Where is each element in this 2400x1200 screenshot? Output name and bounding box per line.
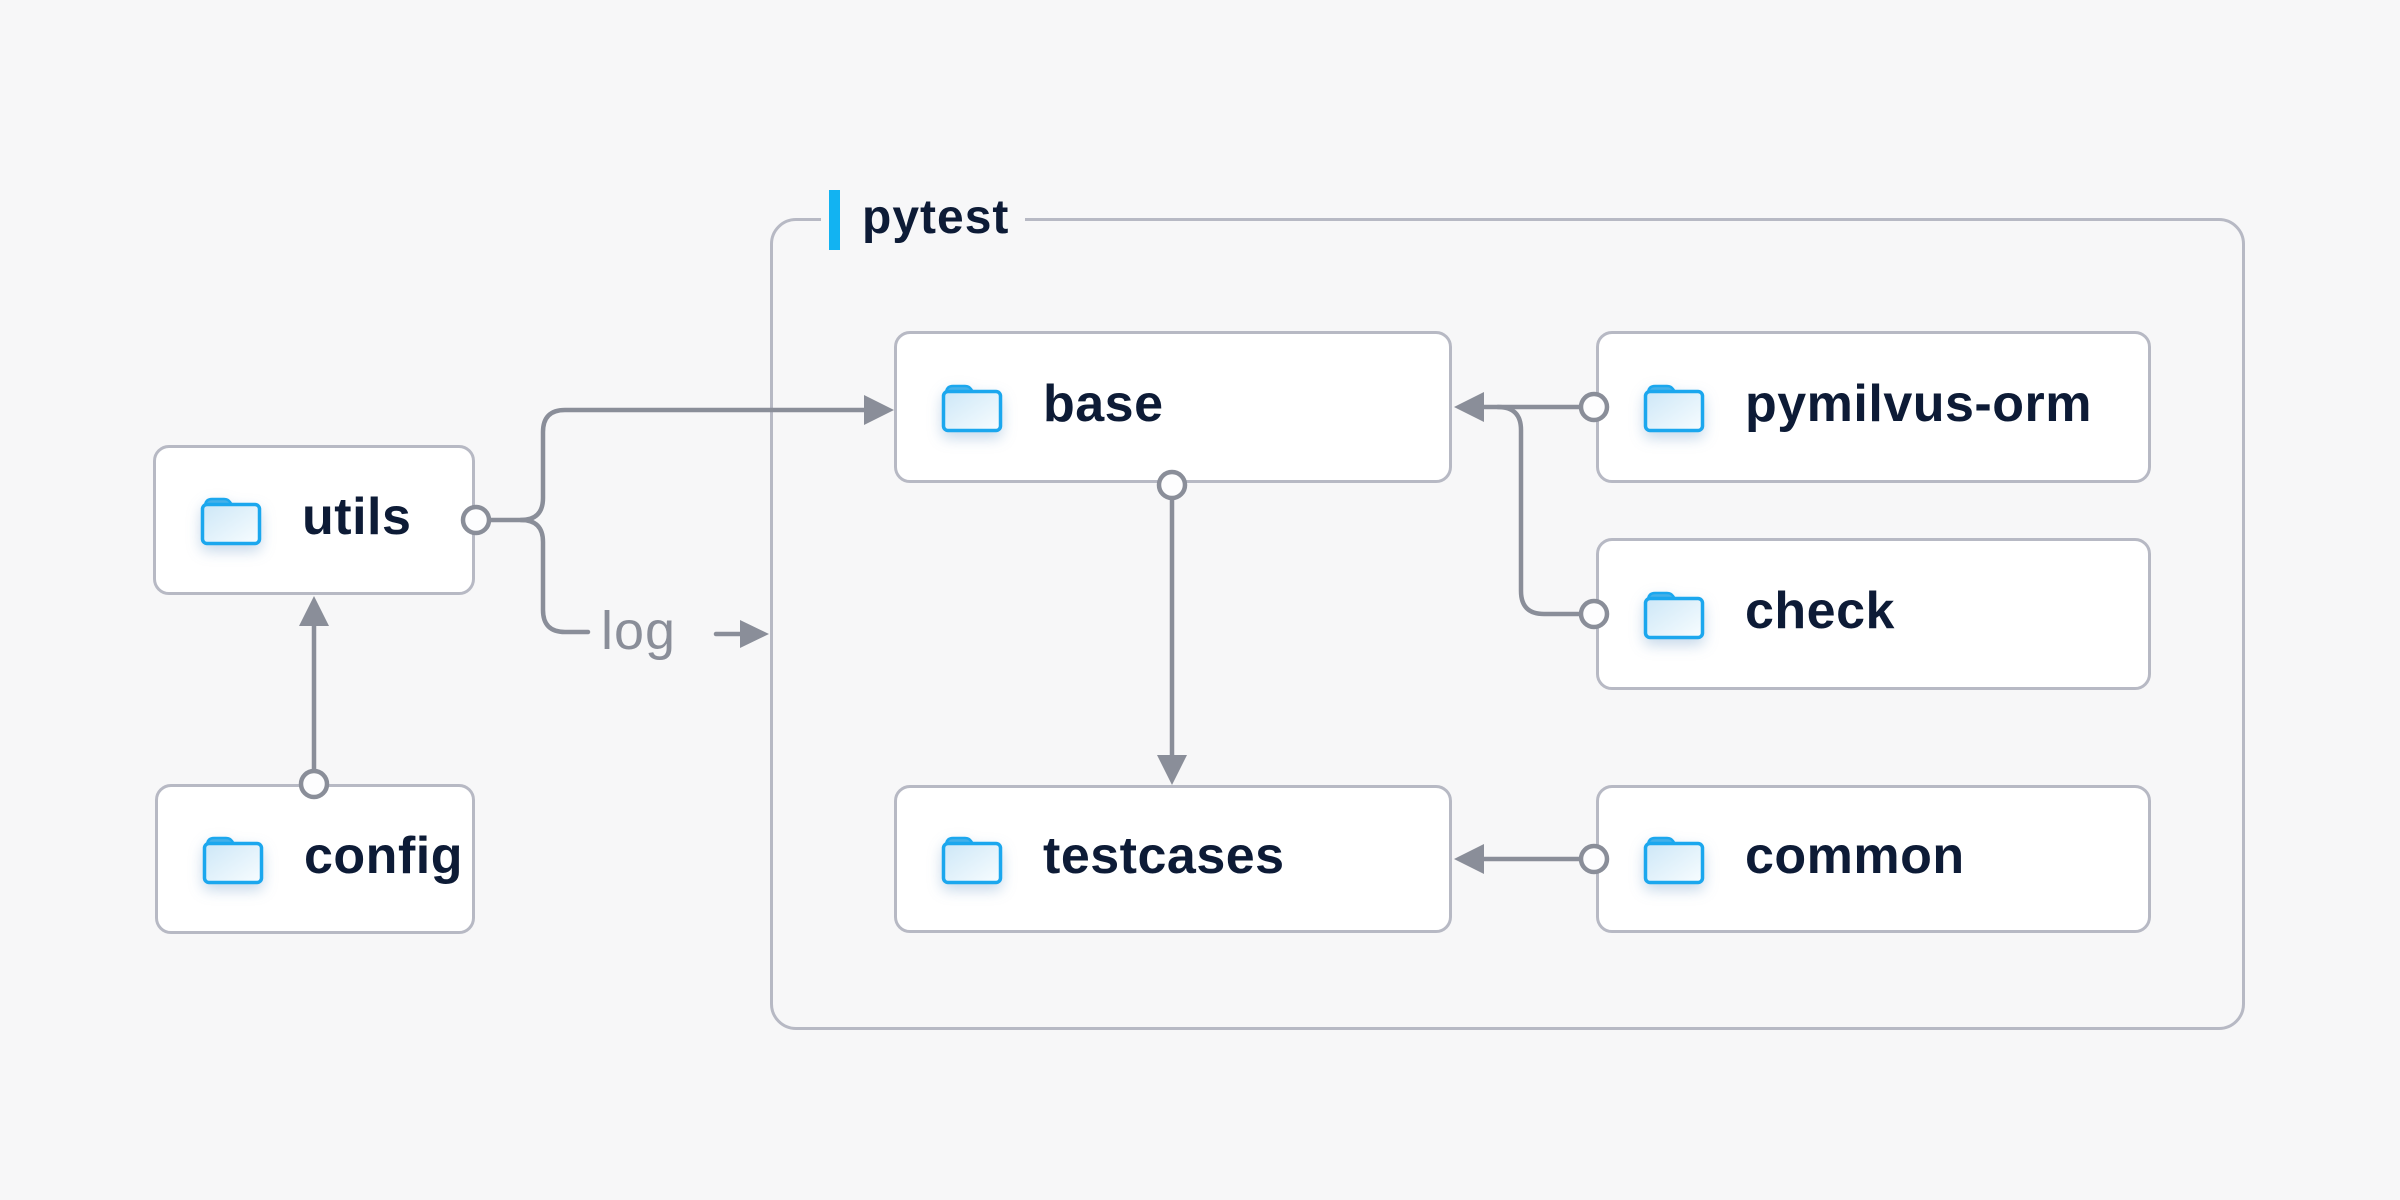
- node-utils: utils: [153, 445, 475, 595]
- node-check: check: [1596, 538, 2151, 690]
- folder-icon: [939, 380, 1005, 434]
- node-label: config: [304, 827, 463, 885]
- arrowhead-config-utils: [299, 596, 329, 626]
- node-config: config: [155, 784, 475, 934]
- node-label: pymilvus-orm: [1745, 375, 2092, 433]
- arrowhead-log-pytest: [740, 620, 769, 648]
- folder-icon: [1641, 832, 1707, 886]
- pytest-group-title: pytest: [862, 191, 1010, 244]
- node-label: utils: [302, 488, 412, 546]
- node-label: testcases: [1043, 827, 1285, 885]
- node-testcases: testcases: [894, 785, 1452, 933]
- node-label: common: [1745, 827, 1965, 885]
- folder-icon: [200, 832, 266, 886]
- node-base: base: [894, 331, 1452, 483]
- folder-icon: [939, 832, 1005, 886]
- folder-icon: [198, 493, 264, 547]
- accent-bar-icon: [829, 190, 840, 250]
- node-common: common: [1596, 785, 2151, 933]
- node-label: base: [1043, 375, 1164, 433]
- pytest-group: pytest: [770, 188, 2245, 1030]
- pytest-group-label: pytest: [821, 188, 1026, 252]
- edge-label-log: log: [601, 601, 677, 661]
- node-label: check: [1745, 582, 1895, 640]
- edge-utils-log: [518, 517, 591, 635]
- folder-icon: [1641, 587, 1707, 641]
- node-pymilvus-orm: pymilvus-orm: [1596, 331, 2151, 483]
- folder-icon: [1641, 380, 1707, 434]
